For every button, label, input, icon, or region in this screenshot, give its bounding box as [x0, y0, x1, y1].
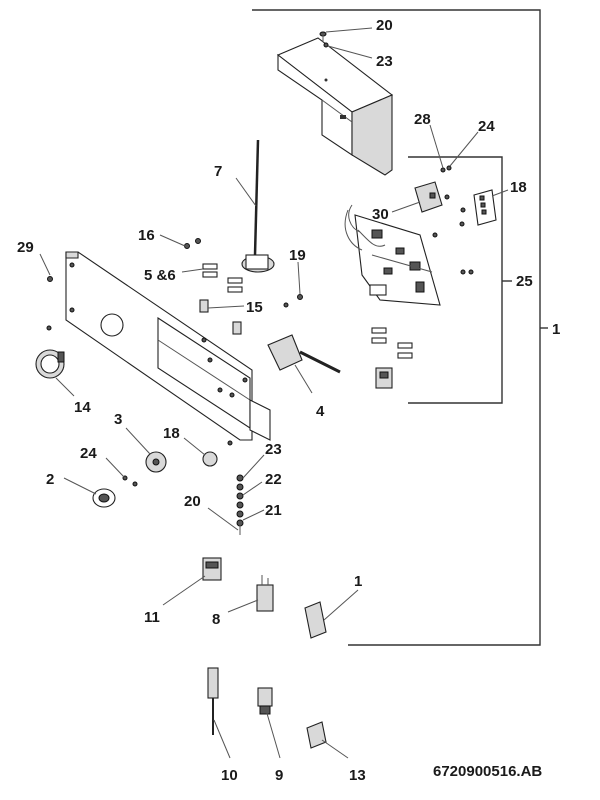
- callout-20-mid: 20: [184, 493, 201, 510]
- plug-connector-part: [375, 367, 393, 389]
- fuses-5-6: [202, 263, 243, 293]
- terminal-block-18-top: [473, 189, 497, 226]
- knob-3-part: [145, 451, 167, 473]
- callout-24-mid: 24: [80, 445, 97, 462]
- screws-24-mid: [122, 475, 138, 487]
- probe-10-part: [207, 667, 219, 735]
- screw-29: [47, 276, 53, 282]
- washer-stack-21-22-23: [236, 474, 244, 535]
- callout-18-mid: 18: [163, 425, 180, 442]
- callout-30: 30: [372, 206, 389, 223]
- connector-9-part: [257, 687, 273, 715]
- washer-23-top: [323, 42, 329, 48]
- grommet-18-mid: [202, 440, 233, 467]
- callout-18-top: 18: [510, 179, 527, 196]
- callout-23-mid: 23: [265, 441, 282, 458]
- callout-5-6: 5 &6: [144, 267, 176, 284]
- callout-1-main: 1: [552, 321, 560, 338]
- callout-19: 19: [289, 247, 306, 264]
- leader-lines: [39, 27, 509, 759]
- callout-29: 29: [17, 239, 34, 256]
- cover-part: [276, 37, 394, 176]
- relay-30-part: [414, 181, 443, 213]
- callout-11: 11: [144, 609, 160, 626]
- screw-20-top: [319, 31, 327, 42]
- callout-21: 21: [265, 502, 282, 519]
- callout-1-small: 1: [354, 573, 362, 590]
- switch-8-part: [256, 575, 274, 612]
- callout-24-top: 24: [478, 118, 495, 135]
- connector-15: [199, 299, 242, 335]
- callout-23-top: 23: [376, 53, 393, 70]
- callout-13: 13: [349, 767, 366, 784]
- callout-20-top: 20: [376, 17, 393, 34]
- screw-panel-left: [46, 325, 52, 331]
- callout-10: 10: [221, 767, 238, 784]
- callout-22: 22: [265, 471, 282, 488]
- callout-15: 15: [246, 299, 263, 316]
- callout-7: 7: [214, 163, 222, 180]
- small-screws-group: [432, 165, 474, 275]
- callout-8: 8: [212, 611, 220, 628]
- thermostat-4-part: [267, 334, 341, 374]
- pressure-gauge-14: [35, 349, 65, 379]
- screw-16-pair: [184, 238, 201, 249]
- screw-19: [283, 294, 303, 308]
- cap-2-part: [92, 488, 116, 508]
- relay-1-part: [304, 601, 327, 639]
- sensor-7-part: [241, 139, 275, 273]
- callout-28: 28: [414, 111, 431, 128]
- socket-11-part: [202, 557, 222, 581]
- callout-16: 16: [138, 227, 155, 244]
- callout-4: 4: [316, 403, 325, 420]
- control-board-assembly: [344, 204, 441, 306]
- reference-code: 6720900516.AB: [433, 763, 542, 780]
- control-panel-plate: [65, 251, 271, 441]
- connector-13-part: [306, 721, 327, 749]
- callout-9: 9: [275, 767, 283, 784]
- callout-3: 3: [114, 411, 122, 428]
- fuse-connectors-group: [371, 327, 413, 359]
- assembly-bracket-25: [408, 156, 512, 404]
- assembly-bracket-1: [252, 9, 548, 646]
- callout-2: 2: [46, 471, 54, 488]
- callout-25: 25: [516, 273, 533, 290]
- callout-14: 14: [74, 399, 91, 416]
